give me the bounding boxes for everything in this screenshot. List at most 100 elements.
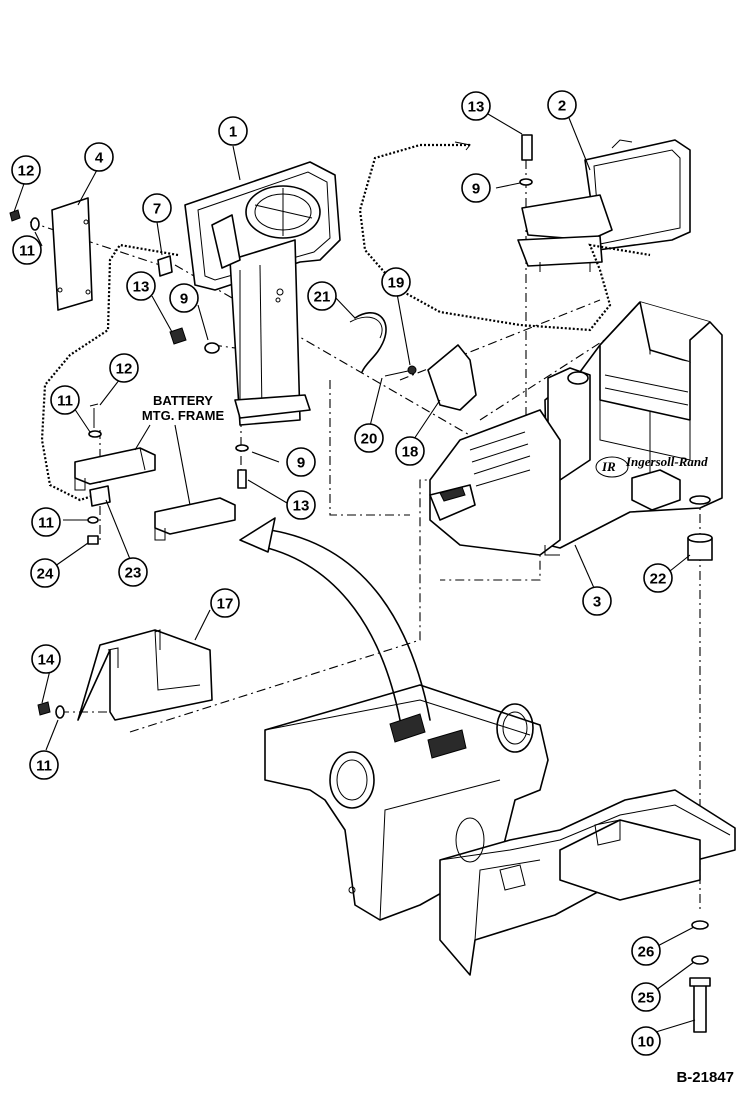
callout-circle [286, 490, 316, 520]
callout-12-a: 12 [11, 155, 41, 185]
callout-circle [631, 982, 661, 1012]
callout-circle [169, 283, 199, 313]
callout-number: 7 [153, 201, 161, 218]
battery-label-line2: MTG. FRAME [142, 408, 225, 423]
operator-seat [517, 139, 691, 272]
callout-circle [118, 557, 148, 587]
callout-4: 4 [84, 142, 114, 172]
callout-9-c: 9 [169, 283, 199, 313]
callout-13-b: 13 [461, 91, 491, 121]
callout-number: 13 [293, 498, 310, 515]
callout-circle [354, 423, 384, 453]
callout-1: 1 [218, 116, 248, 146]
mounting-bracket [77, 629, 213, 721]
callout-23: 23 [118, 557, 148, 587]
battery-mtg-frame-label: BATTERY MTG. FRAME [134, 393, 225, 506]
callout-20: 20 [354, 423, 384, 453]
callout-number: 22 [650, 571, 667, 588]
callout-17: 17 [210, 588, 240, 618]
callout-number: 21 [314, 289, 331, 306]
callout-9-a: 9 [286, 447, 316, 477]
access-cover-plate [427, 344, 477, 411]
callout-circle [142, 193, 172, 223]
callout-number: 17 [217, 596, 234, 613]
callout-number: 10 [638, 1034, 655, 1051]
callout-11-a: 11 [12, 235, 42, 265]
callout-10: 10 [631, 1026, 661, 1056]
callout-24: 24 [30, 558, 60, 588]
battery-mounting-brackets [74, 447, 236, 541]
callout-circle [582, 586, 612, 616]
callout-13-a: 13 [126, 271, 156, 301]
callout-number: 20 [361, 431, 378, 448]
callout-number: 11 [36, 758, 52, 775]
callout-circle [12, 235, 42, 265]
callout-14: 14 [31, 644, 61, 674]
callout-25: 25 [631, 982, 661, 1012]
callout-number: 13 [133, 279, 150, 296]
callout-circle [547, 90, 577, 120]
callout-13-c: 13 [286, 490, 316, 520]
main-frame-weldment [264, 684, 736, 976]
callout-19: 19 [381, 267, 411, 297]
callout-number: 11 [57, 393, 73, 410]
hardware [9, 134, 713, 1033]
callout-number: 4 [95, 150, 104, 167]
callout-circle [218, 116, 248, 146]
callout-number: 26 [638, 944, 655, 961]
callout-number: 12 [18, 163, 35, 180]
callout-number: 18 [402, 444, 419, 461]
callout-circle [31, 644, 61, 674]
callout-balloons: 1234799910111111111212131313141718192021… [11, 90, 673, 1056]
callout-number: 12 [116, 361, 133, 378]
callout-number: 11 [38, 515, 54, 532]
callout-number: 3 [593, 594, 601, 611]
battery-cover-hood: IR Ingersoll-Rand [429, 301, 723, 556]
battery-label-line1: BATTERY [153, 393, 213, 408]
callout-circle [286, 447, 316, 477]
callout-circle [109, 353, 139, 383]
callout-number: 19 [388, 275, 405, 292]
callout-circle [84, 142, 114, 172]
callout-11-d: 11 [29, 750, 59, 780]
callout-3: 3 [582, 586, 612, 616]
side-panel [51, 197, 93, 311]
installation-arrow [254, 544, 401, 721]
callout-number: 25 [638, 990, 655, 1007]
wiring-harness [40, 243, 179, 502]
callout-number: 11 [19, 243, 35, 260]
callout-number: 14 [38, 652, 55, 669]
callout-circle [210, 588, 240, 618]
callout-number: 9 [472, 181, 480, 198]
callout-12-b: 12 [109, 353, 139, 383]
ingersoll-rand-logo-mark: IR [601, 459, 616, 474]
seat-switch-cable [358, 143, 651, 332]
callout-number: 24 [37, 566, 54, 583]
steering-console [184, 161, 341, 426]
callout-21: 21 [307, 281, 337, 311]
callout-circle [461, 91, 491, 121]
callout-18: 18 [395, 436, 425, 466]
callout-circle [461, 173, 491, 203]
callout-number: 9 [297, 455, 305, 472]
callout-11-c: 11 [31, 507, 61, 537]
callout-2: 2 [547, 90, 577, 120]
callout-number: 2 [558, 98, 566, 115]
callout-11-b: 11 [50, 385, 80, 415]
ingersoll-rand-logo-text: Ingersoll-Rand [625, 454, 708, 469]
drawing-number: B-21847 [676, 1069, 734, 1086]
callout-26: 26 [631, 936, 661, 966]
callout-number: 23 [125, 565, 142, 582]
callout-number: 1 [229, 124, 237, 141]
callout-circle [30, 558, 60, 588]
callout-circle [50, 385, 80, 415]
callout-circle [29, 750, 59, 780]
callout-circle [631, 1026, 661, 1056]
callout-number: 13 [468, 99, 485, 116]
breather-hose [354, 312, 387, 373]
callout-number: 9 [180, 291, 188, 308]
callout-circle [31, 507, 61, 537]
callout-22: 22 [643, 563, 673, 593]
callout-circle [643, 563, 673, 593]
